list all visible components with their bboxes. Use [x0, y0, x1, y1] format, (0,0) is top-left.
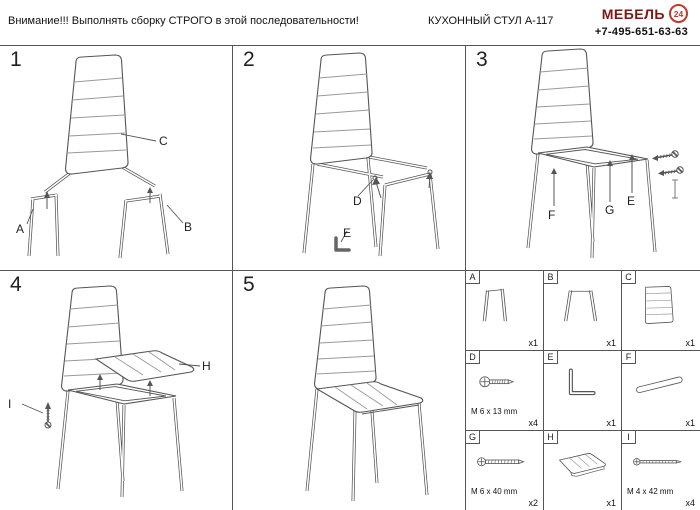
- part-letter: C: [622, 271, 636, 284]
- part-letter: I: [622, 431, 636, 444]
- step-number-2: 2: [243, 48, 255, 71]
- parts-list: A x1 B x1 C x1: [466, 271, 700, 510]
- step-2-chair-drawing: [302, 52, 440, 257]
- part-spec: M 6 x 13 mm: [471, 407, 518, 416]
- part-cell-G: G M 6 x 40 mm x2: [466, 431, 544, 510]
- step-panel-1: 1 C A B: [0, 46, 233, 271]
- part-label-G: G: [605, 203, 615, 217]
- step-panel-3: 3 F: [466, 46, 700, 271]
- part-qty: x1: [606, 418, 616, 428]
- step-number-3: 3: [476, 48, 488, 71]
- part-label-C: C: [159, 134, 168, 148]
- part-cell-C: C x1: [622, 271, 700, 351]
- step-number-5: 5: [243, 273, 255, 296]
- step-3-chair-drawing: [526, 48, 684, 259]
- step-1-chair-drawing: [26, 54, 184, 259]
- part-cell-I: I M 4 x 42 mm x4: [622, 431, 700, 510]
- part-label-F: F: [548, 208, 556, 222]
- part-cell-F: F x1: [622, 351, 700, 431]
- part-E-hex-key-drawing: [568, 368, 596, 396]
- part-F-bar-drawing: [636, 376, 683, 394]
- part-label-I: I: [8, 397, 12, 411]
- part-letter: G: [466, 431, 480, 444]
- part-H-seat-drawing: [558, 453, 606, 477]
- warning-text: Внимание!!! Выполнять сборку СТРОГО в эт…: [8, 15, 359, 27]
- part-G-bolt-drawing: [477, 457, 525, 467]
- part-qty: x1: [528, 338, 538, 348]
- part-qty: x1: [606, 498, 616, 508]
- part-label-D: D: [353, 194, 362, 208]
- part-cell-H: H x1: [544, 431, 622, 510]
- brand-badge-text: 24: [673, 8, 684, 19]
- step-panel-4: 4 H I: [0, 271, 233, 510]
- part-label-E2: E: [627, 194, 636, 208]
- part-D-screw-drawing: [479, 376, 515, 388]
- part-letter: B: [544, 271, 558, 284]
- part-cell-E: E x1: [544, 351, 622, 431]
- step-number-4: 4: [10, 273, 22, 296]
- part-qty: x1: [606, 338, 616, 348]
- part-label-E: E: [343, 226, 352, 240]
- part-letter: F: [622, 351, 636, 364]
- part-letter: H: [544, 431, 558, 444]
- part-letter: D: [466, 351, 480, 364]
- part-A-legs-drawing: [482, 288, 508, 322]
- part-qty: x4: [685, 498, 695, 508]
- part-qty: x4: [528, 418, 538, 428]
- part-qty: x2: [528, 498, 538, 508]
- phone-number: +7-495-651-63-63: [594, 26, 688, 38]
- part-B-legs-drawing: [564, 290, 598, 322]
- brand-block: МЕБЕЛЬ 24: [602, 4, 688, 23]
- part-label-H: H: [202, 359, 211, 373]
- part-cell-B: B x1: [544, 271, 622, 351]
- step-panel-5: 5: [233, 271, 466, 510]
- part-I-screw-drawing: [633, 458, 682, 466]
- part-cell-A: A x1: [466, 271, 544, 351]
- header: Внимание!!! Выполнять сборку СТРОГО в эт…: [0, 0, 700, 45]
- part-letter: A: [466, 271, 480, 284]
- part-label-A: A: [16, 222, 25, 236]
- product-title: КУХОННЫЙ СТУЛ А-117: [428, 15, 554, 27]
- panels-grid: 1 C A B 2: [0, 45, 700, 510]
- brand-name: МЕБЕЛЬ: [601, 5, 665, 22]
- part-cell-D: D M 6 x 13 mm x4: [466, 351, 544, 431]
- brand-24-badge-icon: 24: [669, 4, 688, 23]
- step-4-chair-drawing: [21, 285, 201, 498]
- part-qty: x1: [685, 338, 695, 348]
- part-spec: M 4 x 42 mm: [627, 487, 674, 496]
- part-spec: M 6 x 40 mm: [471, 487, 518, 496]
- part-qty: x1: [685, 418, 695, 428]
- part-C-backrest-drawing: [645, 286, 674, 324]
- step-panel-2: 2 D E: [233, 46, 466, 271]
- part-label-B: B: [184, 220, 193, 234]
- part-letter: E: [544, 351, 558, 364]
- step-number-1: 1: [10, 48, 22, 71]
- step-5-chair-drawing: [305, 285, 429, 502]
